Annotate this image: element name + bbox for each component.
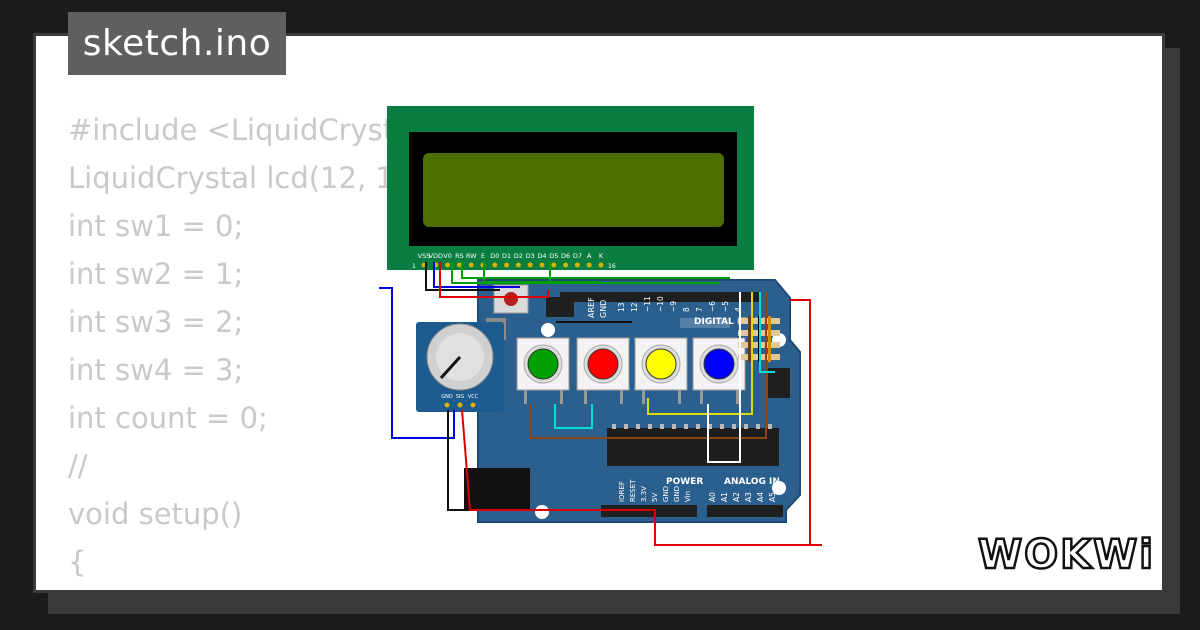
analog-pin-label: A5 [768, 492, 777, 502]
pushbutton-red[interactable] [576, 337, 630, 404]
lcd-pin-label: RW [466, 252, 477, 260]
wokwi-logo-text: WOKWi [978, 532, 1155, 578]
gnd-label: GND [599, 300, 608, 318]
wires [379, 262, 822, 546]
lcd-pin-label: D6 [561, 252, 570, 260]
lcd-pin[interactable] [445, 262, 451, 268]
lcd-pin-label: D1 [502, 252, 511, 260]
pot-pin[interactable] [470, 402, 476, 408]
pot-pin[interactable] [444, 402, 450, 408]
code-line: int sw3 = 2; [68, 305, 244, 339]
lcd-pin-label: V0 [443, 252, 452, 260]
code-line: { [68, 545, 87, 579]
pushbutton-blue[interactable] [692, 337, 746, 404]
lcd-pin[interactable] [551, 262, 557, 268]
power-pin-label: 5V [651, 493, 659, 502]
lcd-pin-first: 1 [412, 263, 416, 270]
code-line: void setup() [68, 497, 243, 531]
lcd-pin-label: D3 [526, 252, 535, 260]
lcd-pin-label: VSS [418, 252, 431, 260]
code-line: int count = 0; [68, 401, 268, 435]
pushbutton-green[interactable] [516, 337, 570, 404]
digital-pin-label: 4 [734, 307, 743, 312]
lcd-pin-label: E [481, 252, 485, 260]
digital-pin-label: ~10 [656, 296, 665, 312]
power-pin-label: Vin [684, 491, 692, 502]
lcd-pin[interactable] [468, 262, 474, 268]
code-line: int sw2 = 1; [68, 257, 244, 291]
digital-pin-label: ~6 [708, 301, 717, 312]
code-line: lcd.begin(16, 2); [68, 586, 581, 590]
digital-pin-label: 13 [617, 302, 626, 312]
digital-pin-label: 7 [695, 307, 704, 312]
code-line: int sw4 = 3; [68, 353, 244, 387]
lcd-pin-label: RS [455, 252, 464, 260]
power-pin-label: IOREF [618, 481, 626, 502]
analog-pin-label: A0 [708, 492, 717, 502]
power-pin-label: 3.3V [640, 486, 648, 502]
lcd-pin-label: D0 [490, 252, 499, 260]
lcd-pin-label: D2 [514, 252, 523, 260]
digital-pin-label: ~9 [669, 301, 678, 312]
lcd-pin[interactable] [504, 262, 510, 268]
analog-label: ANALOG IN [724, 477, 780, 487]
power-pin-label: RESET [629, 479, 637, 502]
lcd-pin-label: VDD [429, 252, 443, 260]
pot-pin-label: SIG [456, 394, 465, 400]
code-line: int sw1 = 0; [68, 209, 244, 243]
digital-pin-label: 12 [630, 302, 639, 312]
lcd-pin[interactable] [574, 262, 580, 268]
file-tab[interactable]: sketch.ino [68, 12, 286, 75]
lcd-pin[interactable] [539, 262, 545, 268]
lcd-pin[interactable] [515, 262, 521, 268]
digital-pin-label: ~5 [721, 301, 730, 312]
lcd-pin[interactable] [456, 262, 462, 268]
lcd-pin-label: K [599, 252, 604, 260]
lcd-pin-label: D4 [537, 252, 546, 260]
analog-pin-label: A3 [744, 492, 753, 502]
pushbutton-yellow[interactable] [634, 337, 688, 404]
power-pin-label: GND [662, 486, 670, 502]
lcd-pin-last: 16 [608, 263, 616, 270]
aref-label: AREF [587, 297, 596, 318]
lcd-pin-label: A [587, 252, 592, 260]
pot-pin[interactable] [457, 402, 463, 408]
lcd-pin[interactable] [598, 262, 604, 268]
power-pin-label: GND [673, 486, 681, 502]
lcd-pin-label: D7 [573, 252, 582, 260]
analog-pin-label: A2 [732, 492, 741, 502]
analog-pin-label: A1 [720, 492, 729, 502]
wokwi-logo[interactable]: WOKWi [975, 525, 1155, 581]
code-line: // [68, 449, 88, 483]
power-label: POWER [666, 477, 703, 487]
analog-pin-label: A4 [756, 492, 765, 502]
lcd-pin[interactable] [492, 262, 498, 268]
pot-pin-label: GND [441, 394, 453, 400]
lcd-pin[interactable] [586, 262, 592, 268]
lcd-pin[interactable] [527, 262, 533, 268]
digital-label: DIGITAL (PWM [694, 317, 766, 327]
digital-pin-label: 8 [682, 307, 691, 312]
push-buttons [516, 337, 746, 404]
lcd-pin[interactable] [563, 262, 569, 268]
pot-pin-label: VCC [468, 394, 479, 400]
lcd-pin-label: D5 [549, 252, 558, 260]
digital-pin-label: ~11 [643, 296, 652, 312]
